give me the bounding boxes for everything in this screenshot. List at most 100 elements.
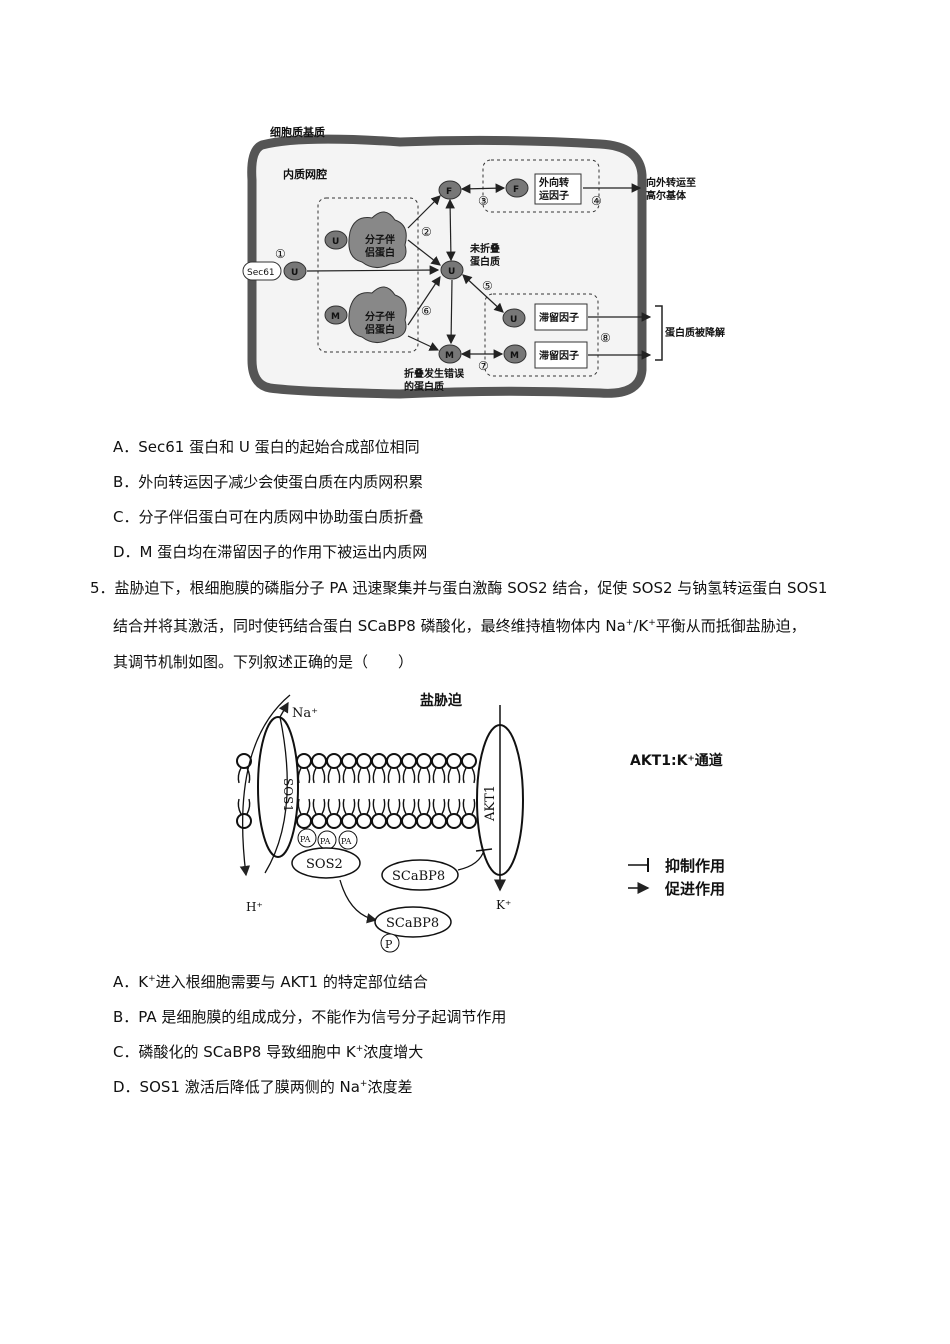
phospholipid-tail <box>372 798 386 815</box>
phospholipid-head <box>431 813 447 829</box>
scabp8-protein <box>381 859 459 891</box>
na-ion-label: Na⁺ <box>292 706 318 721</box>
phospholipid-tail <box>402 798 416 815</box>
chaperone-protein <box>348 286 407 343</box>
svg-text:外向转: 外向转 <box>538 176 569 189</box>
step-6: ⑥ <box>421 304 432 318</box>
sec61-label: Sec61 <box>247 268 275 278</box>
promote-arrow <box>339 879 378 924</box>
phospholipid-tail <box>297 798 311 815</box>
svg-text:侣蛋白: 侣蛋白 <box>365 323 395 336</box>
phospholipid-tail <box>372 767 386 784</box>
step-8: ⑧ <box>600 331 611 345</box>
retention-factor <box>534 341 588 369</box>
phospholipid-head <box>356 753 372 769</box>
phospholipid-head <box>416 753 432 769</box>
phospholipid-head <box>341 753 357 769</box>
phospholipid-tail <box>327 798 341 815</box>
svg-text:PA: PA <box>341 837 352 846</box>
q4-option-c: C．分子伴侣蛋白可在内质网中协助蛋白质折叠 <box>113 508 424 526</box>
phospholipid-head <box>371 753 387 769</box>
svg-text:蛋白质被降解: 蛋白质被降解 <box>665 326 725 339</box>
q5-option-b: B．PA 是细胞膜的组成成分，不能作为信号分子起调节作用 <box>113 1008 507 1026</box>
phospholipid-tail <box>327 767 341 784</box>
phospholipid-head <box>311 753 327 769</box>
svg-text:运因子: 运因子 <box>539 190 569 202</box>
svg-text:AKT1: AKT1 <box>483 785 498 822</box>
phospholipid-tail <box>462 798 476 815</box>
svg-text:SCaBP8: SCaBP8 <box>386 916 439 931</box>
svg-text:SOS2: SOS2 <box>306 857 343 872</box>
phospholipid-head <box>401 813 417 829</box>
svg-text:U: U <box>448 267 455 277</box>
er-protein-diagram: 细胞质基质 内质网腔 Sec61 U ① U 分子伴 侣蛋白 M 分子伴 侣蛋白… <box>242 125 725 399</box>
phospholipid-tail <box>312 767 326 784</box>
cytoplasm-label: 细胞质基质 <box>270 125 325 139</box>
sec61-box <box>242 261 282 281</box>
legend-inhibit: 抑制作用 <box>665 857 725 875</box>
phospholipid-tail <box>417 798 431 815</box>
f-protein <box>505 178 529 198</box>
sos2-protein <box>291 847 361 879</box>
phospholipid-tail <box>432 767 446 784</box>
svg-text:未折叠: 未折叠 <box>469 242 500 255</box>
svg-text:F: F <box>513 185 519 195</box>
svg-text:M: M <box>445 351 454 361</box>
legend-akt: AKT1:K⁺通道 <box>630 752 723 769</box>
q5-option-c: C．磷酸化的 SCaBP8 导致细胞中 K+浓度增大 <box>113 1043 424 1061</box>
svg-text:M: M <box>510 351 519 361</box>
svg-text:SCaBP8: SCaBP8 <box>392 869 445 884</box>
phospholipid-head <box>401 753 417 769</box>
svg-text:分子伴: 分子伴 <box>365 310 395 323</box>
arrow-curve <box>239 694 291 877</box>
svg-text:P: P <box>385 938 393 951</box>
phospholipid-head <box>236 813 252 829</box>
step-7: ⑦ <box>478 359 489 373</box>
chaperone-protein <box>348 211 407 268</box>
q5-stem-line3: 其调节机制如图。下列叙述正确的是（ ） <box>113 653 414 671</box>
q4-option-a: A．Sec61 蛋白和 U 蛋白的起始合成部位相同 <box>113 438 420 456</box>
svg-text:SOS1: SOS1 <box>281 778 295 812</box>
svg-text:折叠发生错误: 折叠发生错误 <box>404 367 465 380</box>
phospholipid-head <box>431 753 447 769</box>
svg-text:滞留因子: 滞留因子 <box>539 311 579 324</box>
phospholipid-tail <box>447 798 461 815</box>
svg-text:向外转运至: 向外转运至 <box>646 176 696 189</box>
step-4: ④ <box>591 194 602 208</box>
phospholipid-tail <box>237 798 251 815</box>
phospholipid-tail <box>387 798 401 815</box>
phospholipid-head <box>386 753 402 769</box>
phospholipid-tail <box>417 767 431 784</box>
phosphorylated-scabp8 <box>374 906 452 938</box>
svg-text:U: U <box>291 268 298 278</box>
svg-text:F: F <box>446 187 452 197</box>
phospholipid-head <box>296 813 312 829</box>
salt-stress-diagram: 盐胁迫 SOS1 Na⁺ H⁺ AKT1 K⁺ PA PA PA SOS2 SC… <box>236 692 725 953</box>
phospholipid-head <box>326 753 342 769</box>
phosphate-group <box>380 933 400 953</box>
phospholipid-head <box>461 813 477 829</box>
svg-text:高尔基体: 高尔基体 <box>646 189 687 202</box>
q5-option-a: A．K+进入根细胞需要与 AKT1 的特定部位结合 <box>113 973 428 991</box>
retention-factor <box>534 303 588 331</box>
svg-text:分子伴: 分子伴 <box>365 233 395 246</box>
export-box <box>482 159 600 213</box>
export-factor <box>534 173 582 205</box>
phospholipid-head <box>356 813 372 829</box>
phospholipid-head <box>446 753 462 769</box>
phospholipid-tail <box>357 767 371 784</box>
phospholipid-tail <box>312 798 326 815</box>
m-protein <box>503 344 527 364</box>
phospholipid-head <box>461 753 477 769</box>
phospholipid-tail <box>447 767 461 784</box>
phospholipid-tail <box>402 767 416 784</box>
phospholipid-tail <box>297 767 311 784</box>
phospholipid-head <box>311 813 327 829</box>
q4-option-b: B．外向转运因子减少会使蛋白质在内质网积累 <box>113 473 424 491</box>
chaperone-box <box>317 197 419 353</box>
sos1-protein <box>257 716 299 858</box>
fig2-title: 盐胁迫 <box>420 692 463 709</box>
phospholipid-head <box>236 753 252 769</box>
phospholipid-head <box>386 813 402 829</box>
retention-box <box>484 293 599 377</box>
